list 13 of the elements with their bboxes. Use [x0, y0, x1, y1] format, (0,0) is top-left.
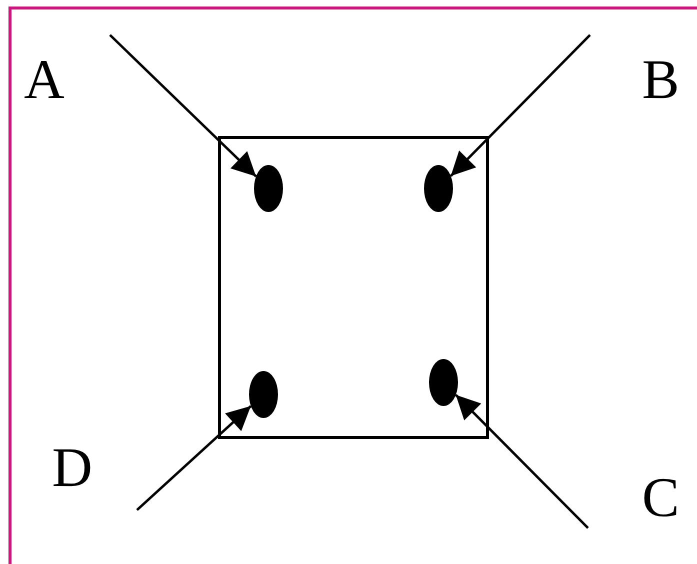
arrow — [454, 394, 589, 529]
arrow — [109, 34, 257, 178]
dot — [429, 359, 458, 406]
dot — [424, 165, 453, 212]
letter-label: A — [24, 52, 64, 108]
dot — [249, 371, 278, 418]
dot — [254, 165, 283, 212]
letter-label: C — [642, 470, 680, 526]
arrow — [450, 34, 591, 177]
arrow — [136, 405, 252, 511]
letter-label: B — [642, 52, 680, 108]
square-box — [218, 136, 489, 439]
letter-label: D — [52, 440, 92, 496]
